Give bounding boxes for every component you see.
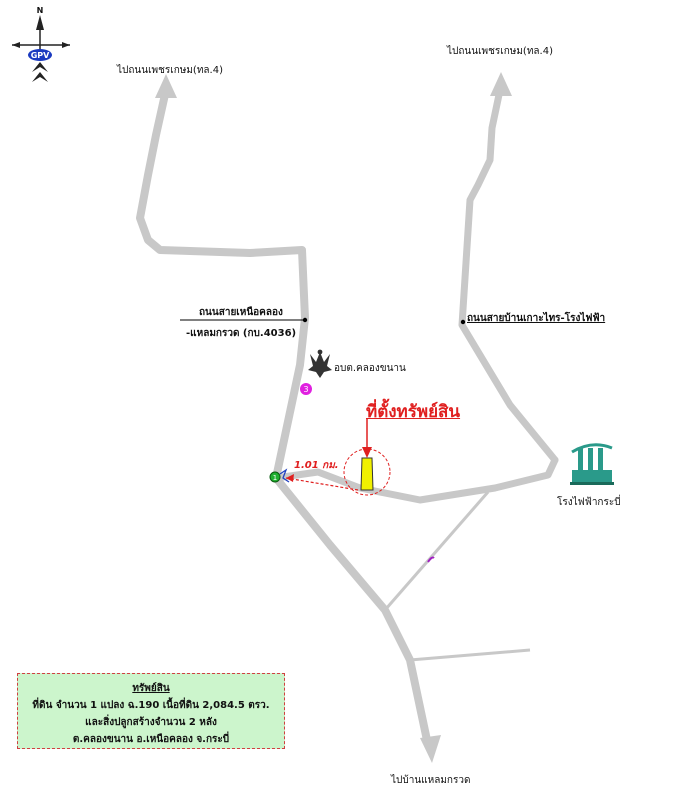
label-to-laem-kruat: ไปบ้านแหลมกรวด [391, 775, 471, 786]
road-south [272, 474, 432, 749]
marker-1 [269, 471, 281, 483]
label-road-nuea-khlong-2: -แหลมกรวด (กบ.4036) [186, 328, 297, 339]
road-left-arrowhead [155, 74, 177, 98]
road-left-north [136, 86, 309, 482]
junction-flag [279, 468, 290, 483]
compass-logo-text: GPV [31, 51, 50, 60]
leader-dot-ban-ko-sai [460, 319, 466, 325]
property-pointer-head [362, 447, 372, 458]
leader-dot-nuea-khlong [302, 317, 308, 323]
label-road-nuea-khlong-1: ถนนสายเหนือคลอง [199, 307, 283, 318]
label-road-ban-ko-sai: ถนนสายบ้านเกาะไทร-โรงไฟฟ้า [467, 313, 606, 324]
road-branch-diagonal [383, 491, 490, 611]
property-info-box: ทรัพย์สิน ที่ดิน จำนวน 1 แปลง ฉ.190 เนื้… [17, 673, 285, 749]
info-box-line-2: และสิ่งปลูกสร้างจำนวน 2 หลัง [85, 717, 217, 728]
marker-3 [300, 383, 312, 395]
garuda-emblem-icon [308, 349, 332, 378]
info-box-title: ทรัพย์สิน [132, 683, 170, 694]
label-property-location: ที่ตั้งทรัพย์สิน [366, 402, 461, 422]
label-distance: 1.01 กม. [294, 460, 339, 471]
road-east-power-plant [272, 456, 559, 504]
distance-line [285, 477, 359, 491]
power-plant-icon [570, 443, 614, 485]
small-mark [427, 556, 435, 563]
info-box-line-1: ที่ดิน จำนวน 1 แปลง ฉ.190 เนื้อที่ดิน 2,… [32, 700, 270, 711]
marker-3-label: 3 [303, 385, 308, 394]
label-to-phetkasem-right: ไปถนนเพชรเกษม(ทล.4) [447, 46, 553, 57]
label-to-phetkasem-left: ไปถนนเพชรเกษม(ทล.4) [117, 65, 223, 76]
info-box-line-3: ต.คลองขนาน อ.เหนือคลอง จ.กระบี่ [72, 734, 230, 745]
label-tambon-office: อบต.คลองขนาน [334, 363, 406, 374]
property-marker[interactable] [360, 457, 374, 491]
road-right-arrowhead [490, 72, 512, 96]
distance-arrowhead [286, 474, 294, 482]
road-right-north [458, 86, 559, 464]
road-branch-east [409, 648, 531, 662]
road-south-arrowhead [420, 735, 441, 763]
north-compass-icon [12, 15, 70, 82]
compass-north-label: N [37, 6, 44, 15]
marker-1-label: 1 [273, 474, 277, 482]
label-power-plant: โรงไฟฟ้ากระบี่ [557, 497, 621, 508]
